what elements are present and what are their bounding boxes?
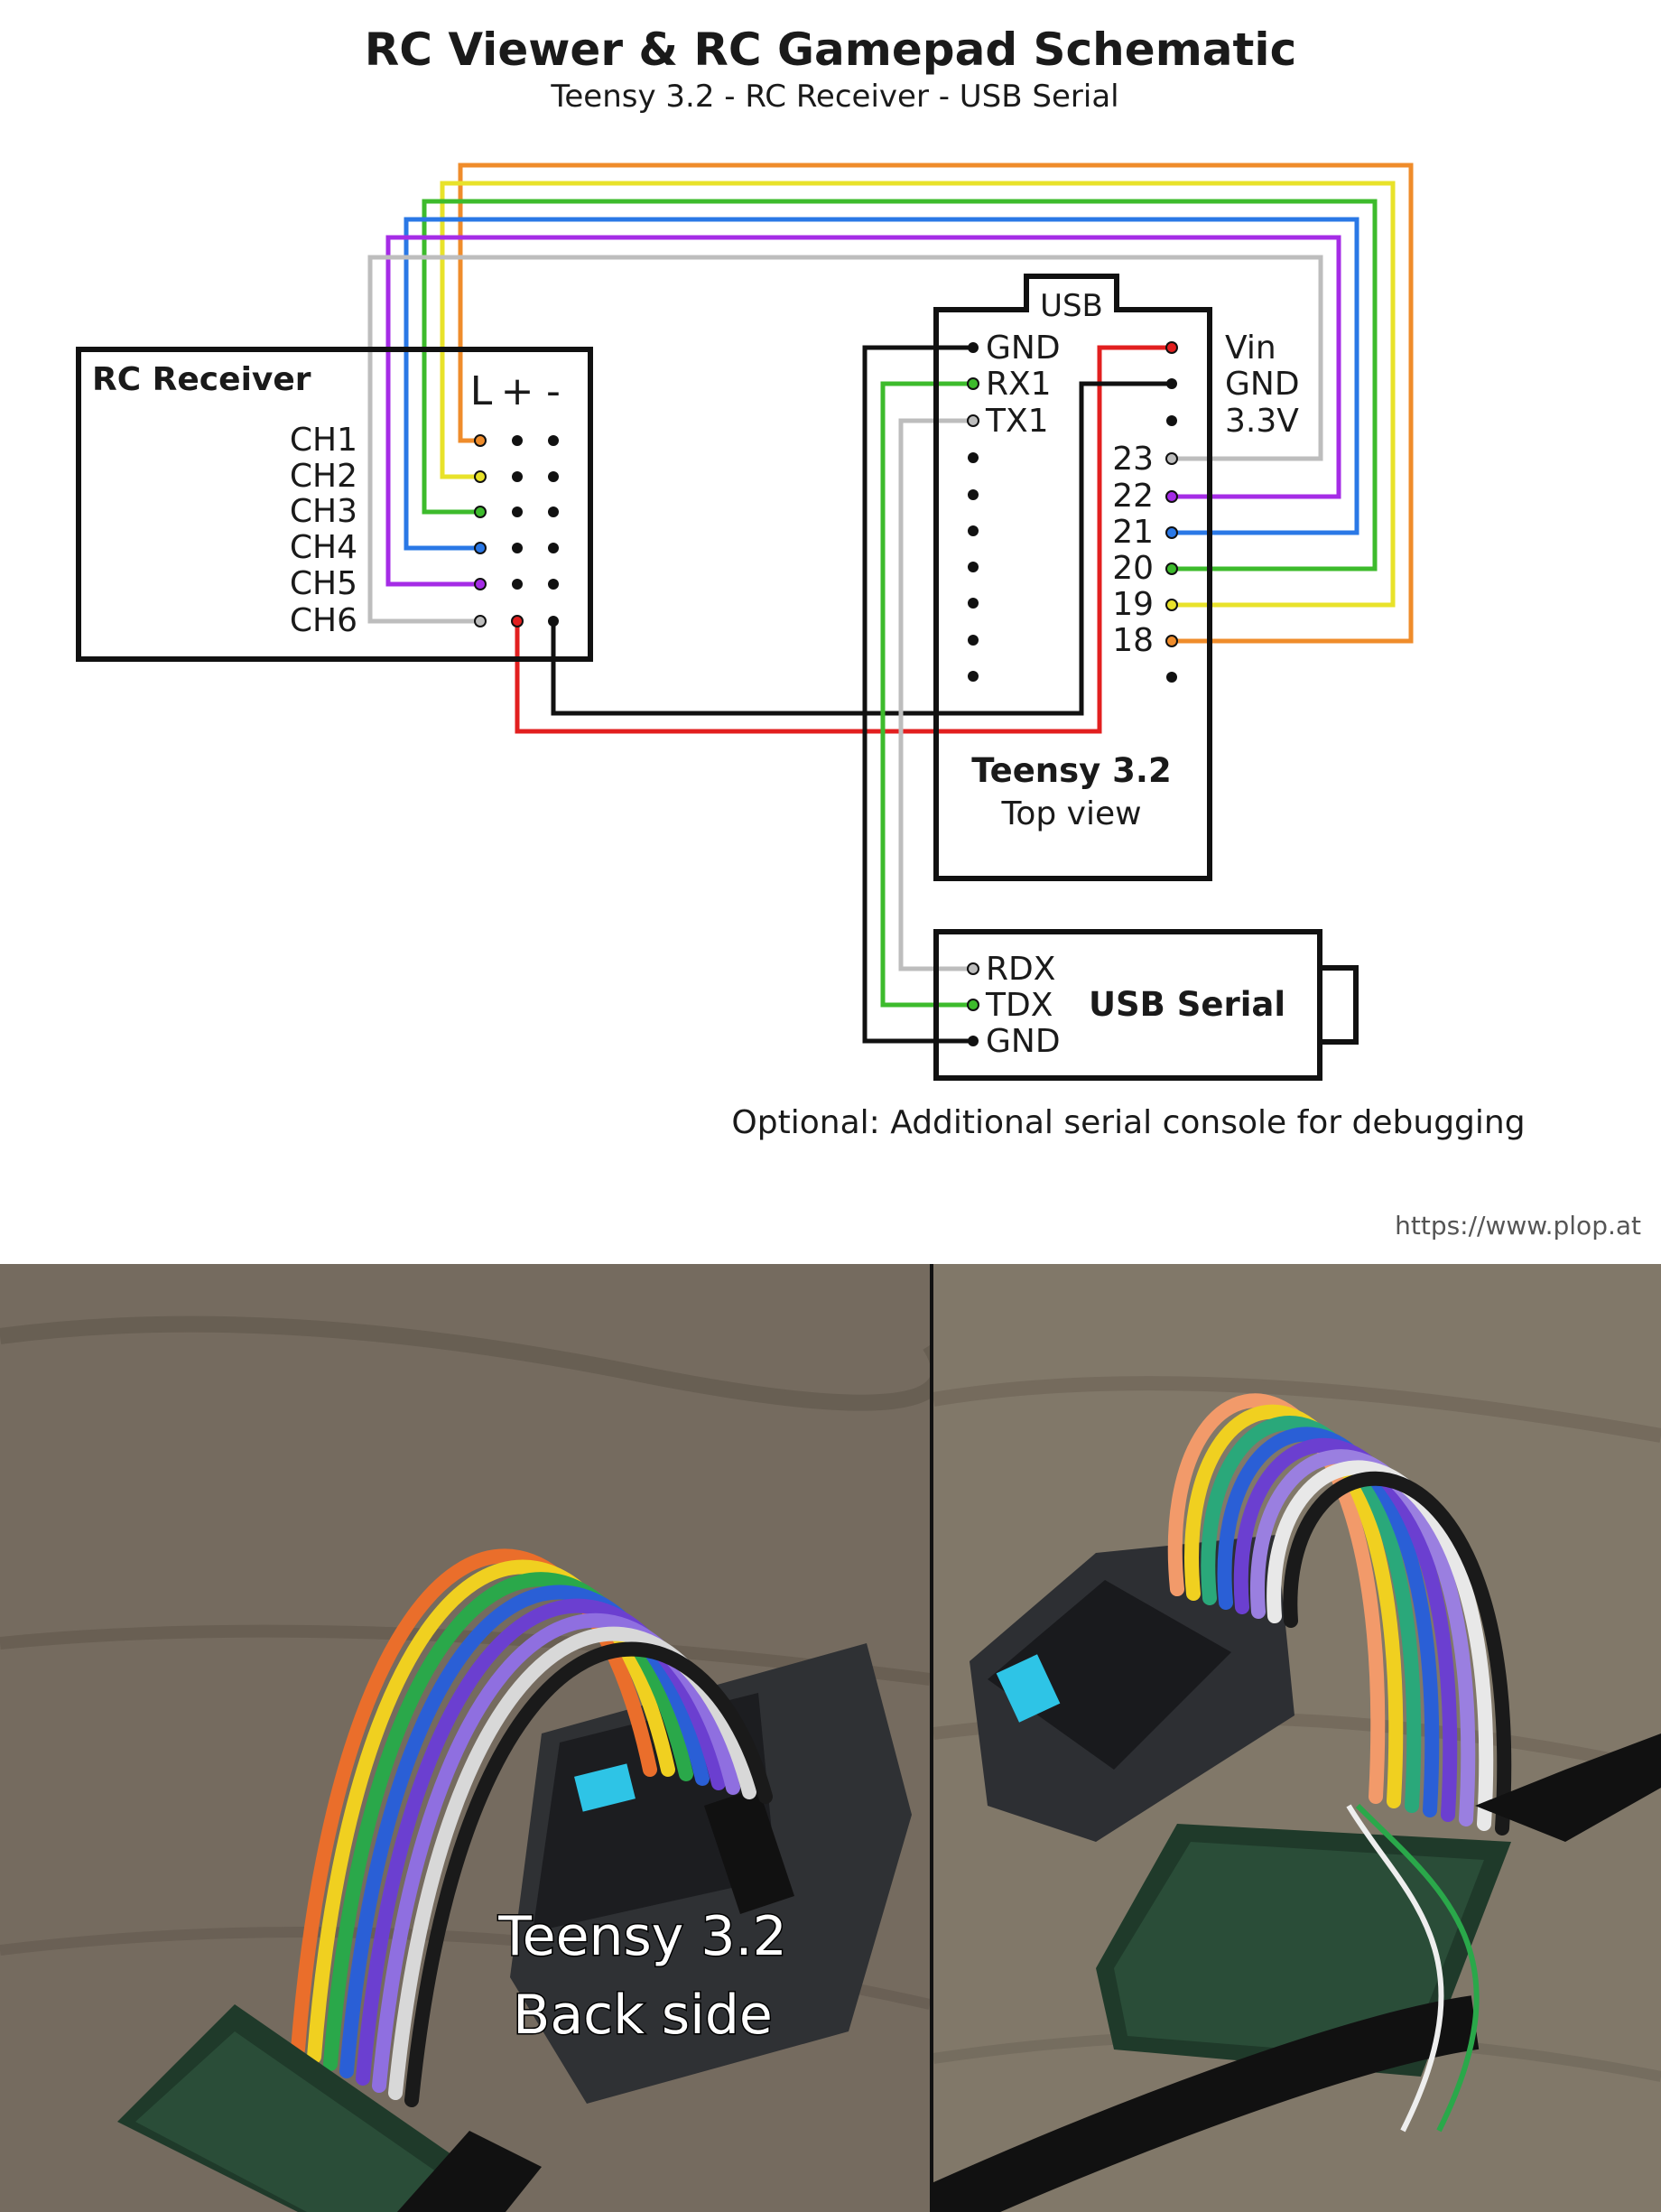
wire-ch6-gray: [367, 255, 1323, 624]
header-label-signal: L: [470, 368, 493, 414]
pin-label: RDX: [986, 951, 1055, 988]
photo-front-side: [933, 1264, 1661, 2212]
signal-pin: [474, 578, 487, 590]
pin-label: TDX: [985, 987, 1053, 1024]
pin-number: 22: [1112, 478, 1154, 515]
teensy-pin-rx1: [967, 377, 979, 390]
wire-ch3-green: [422, 199, 1378, 572]
wire-rx1-tdx: [880, 381, 973, 1008]
receiver-pin-header: [474, 434, 559, 627]
plus-pin: [512, 435, 523, 446]
usb-serial-label: USB Serial: [1089, 985, 1285, 1024]
wire-power-red: [515, 345, 1172, 734]
receiver-box: [76, 347, 593, 662]
usb-serial-plug: [1317, 965, 1359, 1045]
diagram-title: RC Viewer & RC Gamepad Schematic: [365, 23, 1296, 76]
photo-back-side-illustration: Teensy 3.2 Back side: [0, 1264, 930, 2212]
minus-pin: [548, 616, 559, 627]
wire-ground-black: [551, 381, 1172, 716]
pin-number: 21: [1112, 514, 1154, 551]
pin-number: 18: [1112, 622, 1154, 659]
pin-label: GND: [986, 330, 1061, 367]
signal-pin: [474, 434, 487, 447]
photo-strip: Teensy 3.2 Back side: [0, 1264, 1661, 2212]
photo-back-side: Teensy 3.2 Back side: [0, 1264, 930, 2212]
channel-label: CH5: [290, 565, 357, 602]
usb-port-label: USB: [1040, 288, 1103, 324]
photo-divider: [930, 1264, 933, 2212]
channel-label: CH2: [290, 458, 357, 495]
teensy-pin-21: [1165, 526, 1178, 539]
teensy-pin-gnd: [968, 342, 979, 353]
source-url: https://www.plop.at: [1395, 1211, 1641, 1241]
channel-label: CH4: [290, 529, 357, 566]
plus-pin: [512, 543, 523, 553]
photo-front-side-illustration: [933, 1264, 1661, 2212]
wire-ch1-orange: [458, 163, 1414, 644]
optional-note: Optional: Additional serial console for …: [731, 1104, 1525, 1141]
teensy-view: Top view: [1000, 795, 1141, 832]
teensy-pin-vin: [1165, 341, 1178, 354]
pin-number: 20: [1112, 550, 1154, 587]
teensy-right-pins: [1165, 341, 1178, 683]
teensy-pin-19: [1165, 599, 1178, 611]
pin-number: 19: [1112, 586, 1154, 623]
teensy-name: Teensy 3.2: [971, 751, 1171, 790]
teensy-pin-3v3: [1166, 415, 1177, 426]
serial-pin-rdx: [967, 962, 979, 975]
pin-label: 3.3V: [1225, 403, 1299, 440]
minus-pin: [548, 435, 559, 446]
wire-ch2-yellow: [440, 181, 1396, 608]
ribbon-cable: [291, 1548, 773, 2107]
teensy-photo: [117, 2004, 469, 2212]
caption-line1: Teensy 3.2: [497, 1905, 787, 1968]
plus-pin: [511, 615, 524, 627]
wire-ch5-purple: [385, 235, 1341, 587]
receiver-photo: [970, 1535, 1294, 1842]
pin-label: TX1: [985, 403, 1049, 440]
signal-pin: [474, 506, 487, 518]
minus-pin: [548, 543, 559, 553]
plus-pin: [512, 579, 523, 590]
pin-number: 23: [1112, 441, 1154, 478]
pin-label: RX1: [986, 366, 1052, 403]
teensy-left-pins: [968, 452, 979, 682]
teensy-pin-20: [1165, 562, 1178, 575]
teensy-board: [933, 274, 1212, 881]
pin-label: Vin: [1225, 330, 1276, 367]
minus-pin: [548, 579, 559, 590]
teensy-pin-18: [1165, 635, 1178, 647]
teensy-pin-22: [1165, 490, 1178, 503]
teensy-pin-23: [1165, 452, 1178, 465]
diagram-subtitle: Teensy 3.2 - RC Receiver - USB Serial: [550, 79, 1118, 115]
plus-pin: [512, 507, 523, 517]
signal-pin: [474, 615, 487, 627]
schematic: RC Viewer & RC Gamepad Schematic Teensy …: [76, 23, 1641, 1241]
channel-label: CH1: [290, 422, 357, 459]
wire-gnd-serial: [862, 345, 973, 1044]
channel-label: CH3: [290, 493, 357, 530]
signal-pin: [474, 542, 487, 554]
teensy-pin-tx1: [967, 414, 979, 427]
pin-label: GND: [1225, 366, 1300, 403]
ribbon-cable: [1167, 1393, 1512, 1836]
minus-pin: [548, 507, 559, 517]
pin-label: GND: [986, 1023, 1061, 1060]
plus-pin: [512, 471, 523, 482]
minus-pin: [548, 471, 559, 482]
serial-pin-tdx: [967, 999, 979, 1011]
serial-pin-gnd: [968, 1036, 979, 1046]
signal-pin: [474, 470, 487, 483]
channel-label: CH6: [290, 602, 357, 639]
wire-ch4-blue: [404, 217, 1359, 551]
teensy-pin-gnd-right: [1166, 378, 1177, 389]
caption-line2: Back side: [513, 1984, 773, 2047]
header-label-minus: -: [546, 368, 561, 414]
receiver-label: RC Receiver: [92, 361, 311, 398]
header-label-plus: +: [501, 368, 534, 414]
